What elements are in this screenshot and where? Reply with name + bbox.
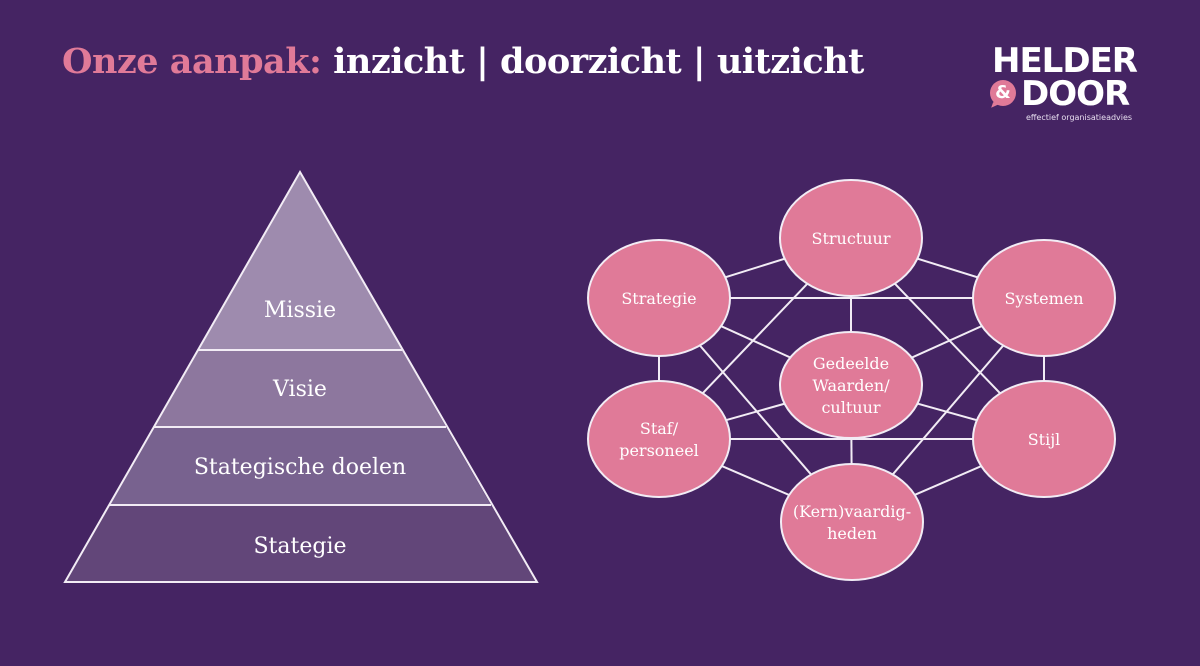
logo-helder: HELDER: [992, 41, 1138, 81]
node-label: Gedeelde: [813, 354, 889, 373]
pyramid-outline: [63, 169, 539, 583]
pyramid-level-missie: [198, 172, 402, 350]
pyramid: Missie Visie Stategische doelen Stategie: [63, 169, 539, 583]
node-staf: Staf/personeel: [587, 380, 731, 498]
node-label: personeel: [619, 441, 699, 460]
pyramid-label-stategische-doelen: Stategische doelen: [194, 455, 406, 480]
title-accent: Onze aanpak:: [62, 41, 322, 82]
node-ellipse: [779, 331, 923, 439]
logo-door: DOOR: [1021, 74, 1130, 114]
pyramid-level-visie: [154, 350, 446, 427]
node-ellipse: [587, 239, 731, 357]
node-ellipse: [587, 380, 731, 498]
node-ellipse: [779, 179, 923, 297]
page-title: Onze aanpak: inzicht | doorzicht | uitzi…: [62, 38, 864, 86]
node-ellipse: [972, 380, 1116, 498]
title-subtitle: inzicht | doorzicht | uitzicht: [321, 41, 864, 82]
pyramid-label-visie: Visie: [272, 377, 327, 402]
node-label: cultuur: [821, 398, 880, 417]
node-systemen: Systemen: [972, 239, 1116, 357]
node-label: heden: [827, 524, 877, 543]
logo-ampersand-bubble-icon: &: [990, 80, 1016, 106]
node-label: Systemen: [1004, 289, 1083, 308]
node-ellipse: [780, 463, 924, 581]
pyramid-label-stategie: Stategie: [253, 534, 346, 559]
node-label: Waarden/: [812, 376, 890, 395]
node-label: (Kern)vaardig-: [793, 502, 911, 521]
node-strategie: Strategie: [587, 239, 731, 357]
pyramid-level-stategie: [65, 505, 537, 582]
node-label: Stijl: [1028, 430, 1061, 449]
node-label: Strategie: [621, 289, 696, 308]
node-label: Structuur: [812, 229, 891, 248]
helder-door-logo: HELDER & DOOR effectief organisatieadvie…: [990, 44, 1150, 126]
pyramid-label-missie: Missie: [264, 298, 336, 323]
node-stijl: Stijl: [972, 380, 1116, 498]
pyramid-level-stategische-doelen: [109, 427, 491, 505]
node-structuur: Structuur: [779, 179, 923, 297]
logo-tagline: effectief organisatieadvies: [1026, 113, 1133, 122]
node-kern: (Kern)vaardig-heden: [780, 463, 924, 581]
node-label: Staf/: [640, 419, 679, 438]
node-ellipse: [972, 239, 1116, 357]
